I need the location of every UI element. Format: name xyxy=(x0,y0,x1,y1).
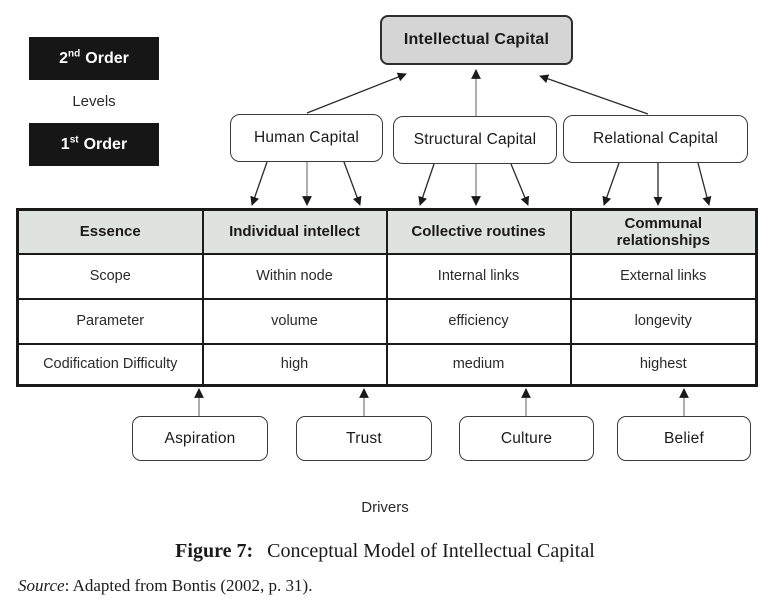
cell-codification-structural: medium xyxy=(385,342,572,387)
drivers-label: Drivers xyxy=(361,499,409,516)
arrow-relational-to-ic xyxy=(539,74,649,115)
arrow-relational-to-table-left xyxy=(602,162,620,206)
arrow-human-to-table-right xyxy=(343,161,362,206)
header-cell-essence: Essence xyxy=(16,208,204,255)
aspiration-node: Aspiration xyxy=(132,416,268,461)
table-row-codification: Codification Difficulty high medium high… xyxy=(16,342,758,387)
arrow-structural-to-table-left xyxy=(418,163,435,206)
arrow-human-to-ic xyxy=(306,72,407,114)
table-header-row: Essence Individual intellect Collective … xyxy=(16,208,758,255)
intellectual-capital-node: Intellectual Capital xyxy=(380,15,573,65)
relational-capital-node: Relational Capital xyxy=(563,115,748,163)
table-row-parameter: Parameter volume efficiency longevity xyxy=(16,297,758,345)
cell-codification: Codification Difficulty xyxy=(16,342,204,387)
arrow-relational-to-table-right xyxy=(697,162,712,206)
cell-scope-structural: Internal links xyxy=(385,252,572,300)
arrow-structural-to-table-right xyxy=(510,163,530,206)
header-cell-individual-intellect: Individual intellect xyxy=(201,208,388,255)
source-label: Source xyxy=(18,576,65,595)
structural-capital-node: Structural Capital xyxy=(393,116,557,164)
figure-title: Conceptual Model of Intellectual Capital xyxy=(267,540,595,562)
cell-codification-relational: highest xyxy=(569,342,758,387)
levels-label: Levels xyxy=(72,93,116,110)
cell-parameter-relational: longevity xyxy=(569,297,758,345)
header-cell-communal-relationships: Communal relationships xyxy=(569,208,758,255)
cell-scope-relational: External links xyxy=(569,252,758,300)
trust-node: Trust xyxy=(296,416,432,461)
arrow-human-to-table-left xyxy=(250,161,268,206)
figure-number: Figure 7: xyxy=(175,540,254,562)
attributes-table: Essence Individual intellect Collective … xyxy=(16,208,758,387)
source-text: : Adapted from Bontis (2002, p. 31). xyxy=(64,576,313,595)
source-note: Source: Adapted from Bontis (2002, p. 31… xyxy=(18,576,312,596)
cell-parameter-human: volume xyxy=(201,297,388,345)
cell-parameter-structural: efficiency xyxy=(385,297,572,345)
belief-node: Belief xyxy=(617,416,751,461)
header-cell-collective-routines: Collective routines xyxy=(385,208,572,255)
table-row-scope: Scope Within node Internal links Externa… xyxy=(16,252,758,300)
culture-node: Culture xyxy=(459,416,594,461)
figure-caption: Figure 7: Conceptual Model of Intellectua… xyxy=(0,540,770,563)
cell-codification-human: high xyxy=(201,342,388,387)
cell-scope: Scope xyxy=(16,252,204,300)
human-capital-node: Human Capital xyxy=(230,114,383,162)
cell-scope-human: Within node xyxy=(201,252,388,300)
cell-parameter: Parameter xyxy=(16,297,204,345)
